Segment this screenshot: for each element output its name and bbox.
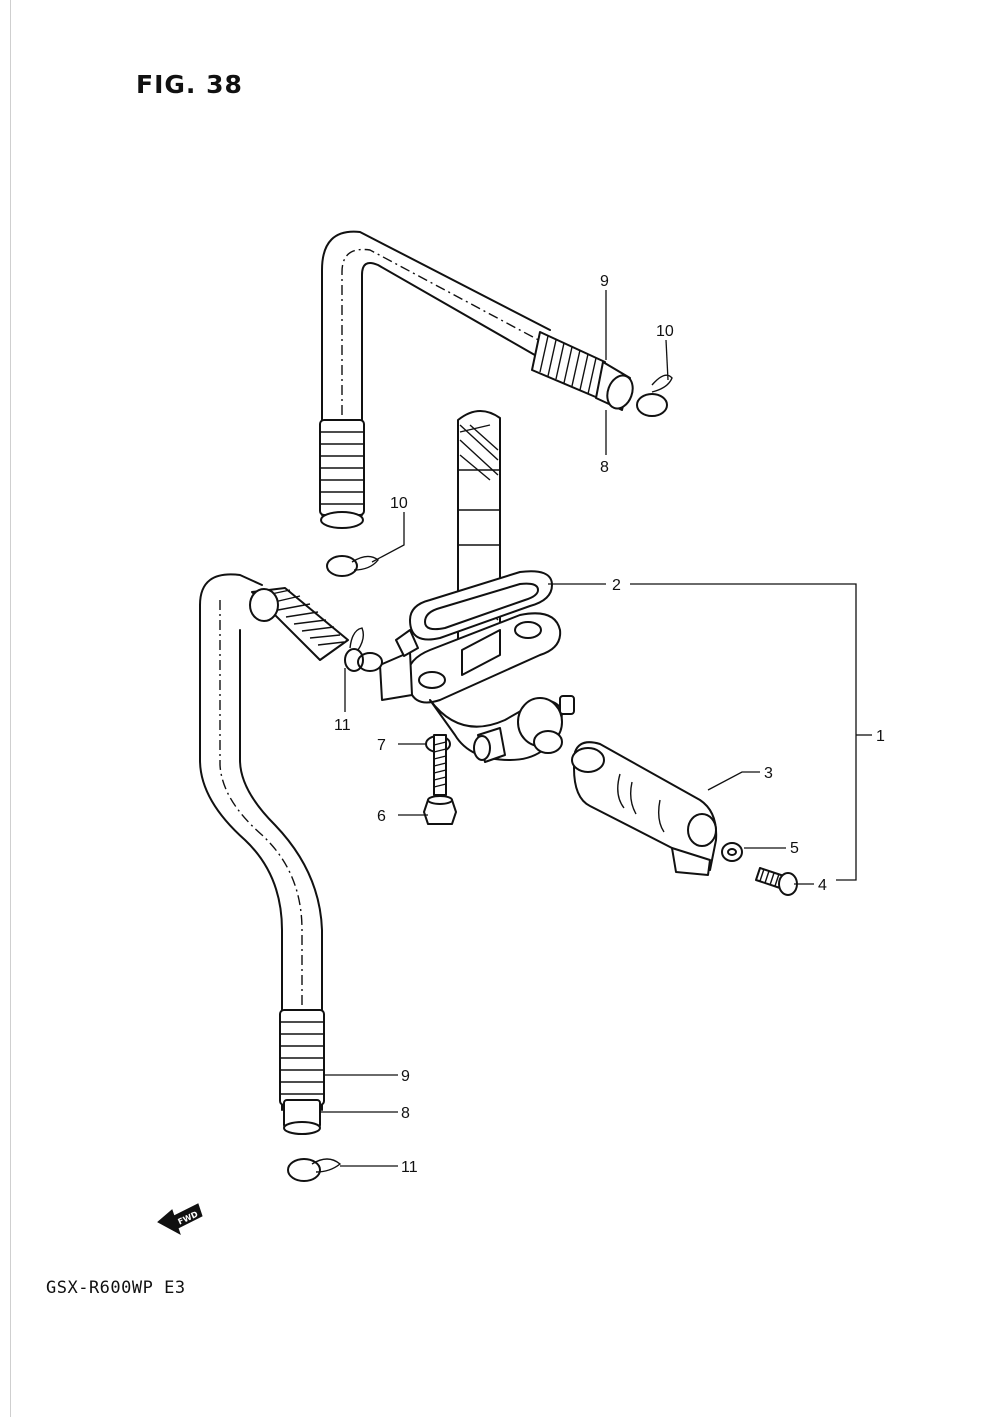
upper-hose-rib-sleeve-vertical [319,419,365,516]
lower-hose-rib-sleeve-bottom [279,1009,325,1135]
fuel-cock-body [357,612,575,763]
fuel-cock-assembly [357,410,575,763]
page-margin-rule [10,0,11,1417]
callout-10-middle: 10 [390,495,408,512]
upper-hose-rib-sleeve-horizontal [531,331,634,411]
callout-4: 4 [818,877,827,894]
callout-9-upper: 9 [600,273,609,290]
callout-3: 3 [764,765,773,782]
model-code: GSX-R600WP E3 [46,1278,186,1298]
fuel-cock-gasket [409,570,553,641]
callout-2: 2 [612,577,621,594]
lower-fuel-hose [199,573,349,1135]
upper-fuel-hose [319,230,634,529]
lever-screw [755,867,798,896]
hose-clamp-nipple [344,627,365,672]
callout-9-lower: 9 [401,1068,410,1085]
callout-8-upper: 8 [600,459,609,476]
forward-arrow-icon: FWD [157,1203,203,1236]
callout-8-lower: 8 [401,1105,410,1122]
callout-6: 6 [377,808,386,825]
cock-lever [571,741,718,876]
callout-labels: 9 10 8 10 2 1 11 7 3 6 5 4 9 8 11 [334,273,885,1176]
hose-clamp-upper-right [636,374,673,417]
callout-5: 5 [790,840,799,857]
hose-clamp-middle [326,555,379,577]
callout-leaders [320,290,872,1167]
callout-7: 7 [377,737,386,754]
lever-washer [721,842,743,862]
fwd-label: FWD [177,1209,200,1226]
lower-hose-rib-sleeve-top [249,587,349,661]
callout-11-lower: 11 [401,1159,418,1176]
bolt [423,734,457,825]
callout-11-upper: 11 [334,717,351,734]
callout-1: 1 [876,728,885,745]
callout-10-upper: 10 [656,323,674,340]
figure-title: FIG. 38 [136,70,243,99]
hose-clamp-bottom [287,1158,342,1182]
